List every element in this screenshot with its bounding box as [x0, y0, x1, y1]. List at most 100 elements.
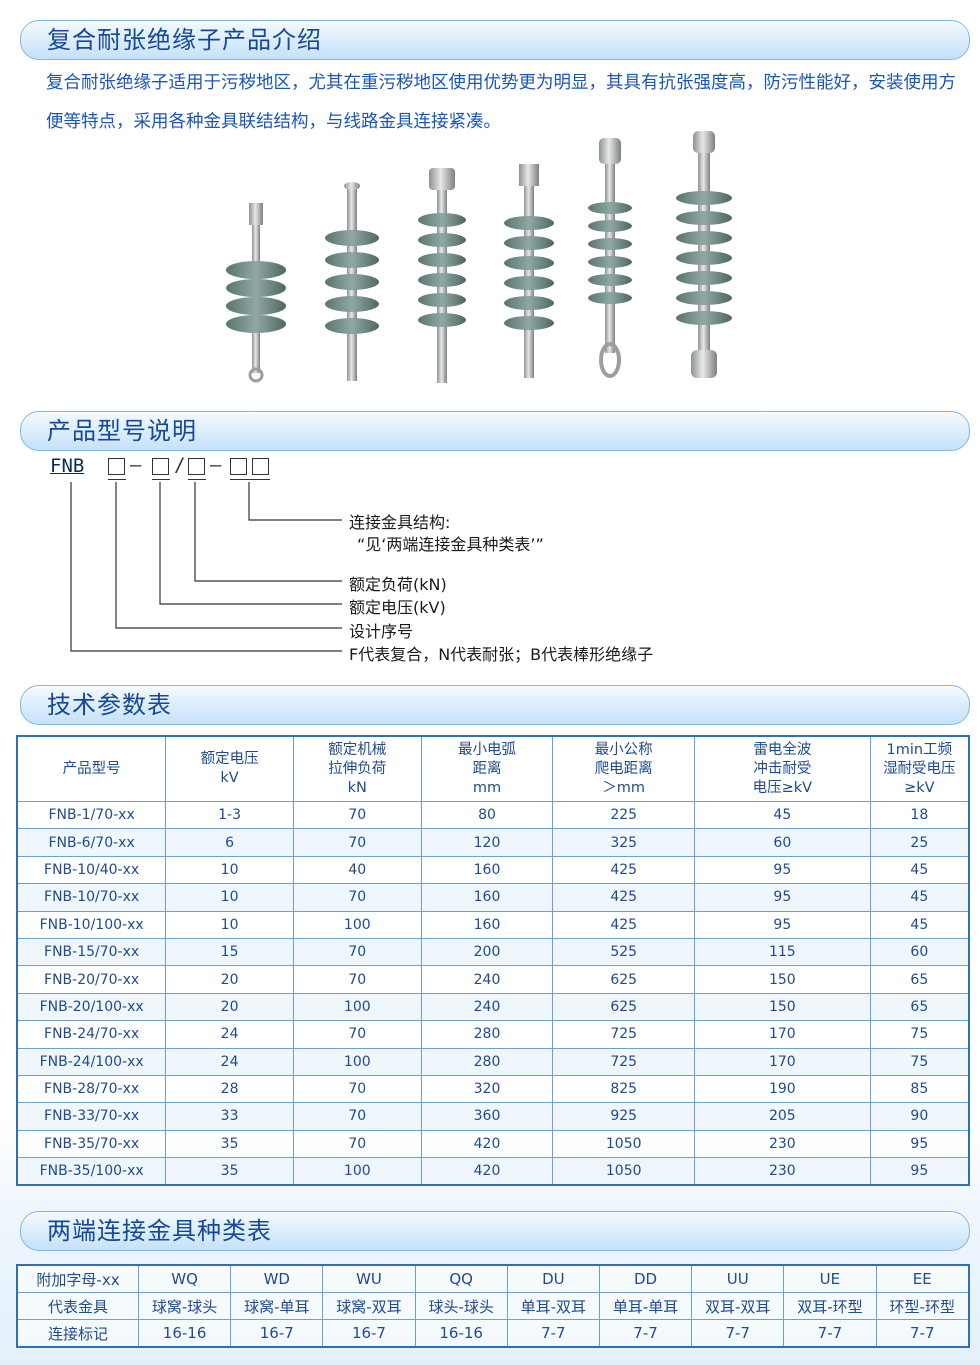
table-cell: 16-16: [137, 1319, 232, 1348]
table-cell: 150: [694, 965, 871, 994]
table-cell: WD: [230, 1264, 324, 1293]
code-box-fitting-2: [252, 458, 269, 475]
table-cell: 10: [165, 910, 294, 939]
table-cell: 80: [420, 800, 554, 830]
legend-rated-load: 额定负荷(kN): [349, 575, 447, 594]
tech-header-line: 产品型号: [62, 760, 121, 777]
table-cell: 95: [694, 883, 871, 912]
code-box-load: [188, 458, 205, 475]
table-cell: FNB-6/70-xx: [16, 828, 167, 857]
tech-header-line: kN: [347, 779, 367, 796]
table-cell: 10: [165, 883, 294, 912]
tech-header-line: 最小电弧: [457, 741, 516, 758]
section-header-model: 产品型号说明: [20, 411, 970, 451]
table-cell: 100: [292, 1157, 422, 1186]
table-cell: QQ: [414, 1264, 508, 1293]
table-cell: 425: [552, 883, 696, 912]
table-cell: 70: [292, 800, 422, 830]
legend-design-no: 设计序号: [349, 622, 414, 641]
table-cell: 6: [165, 828, 294, 857]
table-cell: 20: [165, 992, 294, 1022]
legend-fitting-ref: “见‘两端连接金具种类表’”: [357, 535, 544, 554]
tech-header-line: mm: [472, 779, 502, 796]
table-cell: 24: [165, 1047, 294, 1076]
tech-header-line: 额定机械: [328, 741, 387, 758]
row-label: 附加字母-xx: [16, 1264, 139, 1293]
table-cell: 球窝-球头: [137, 1292, 232, 1320]
table-cell: 70: [292, 1020, 422, 1049]
table-cell: 120: [420, 828, 554, 857]
table-cell: 7-7: [783, 1319, 877, 1348]
table-cell: 625: [552, 965, 696, 994]
table-cell: FNB-20/100-xx: [16, 992, 167, 1022]
table-cell: 425: [552, 855, 696, 885]
tech-header-line: ≥kV: [904, 779, 935, 796]
table-cell: 70: [292, 828, 422, 857]
table-cell: 40: [292, 855, 422, 885]
table-cell: 280: [420, 1047, 554, 1076]
table-cell: FNB-15/70-xx: [16, 937, 167, 967]
table-cell: 325: [552, 828, 696, 857]
table-cell: 10: [165, 855, 294, 885]
table-cell: FNB-24/100-xx: [16, 1047, 167, 1076]
model-leader-lines: [70, 482, 342, 652]
tech-header-line: 电压≥kV: [752, 779, 813, 796]
table-cell: 16-7: [230, 1319, 324, 1348]
table-cell: DD: [598, 1264, 693, 1293]
legend-letters: F代表复合，N代表耐张；B代表棒形绝缘子: [349, 645, 654, 664]
table-cell: FNB-35/100-xx: [16, 1157, 167, 1186]
table-cell: 100: [292, 910, 422, 939]
table-cell: 球头-球头: [414, 1292, 508, 1320]
table-cell: FNB-28/70-xx: [16, 1074, 167, 1104]
table-cell: FNB-33/70-xx: [16, 1102, 167, 1131]
table-cell: 7-7: [506, 1319, 600, 1348]
table-cell: 525: [552, 937, 696, 967]
table-cell: FNB-10/100-xx: [16, 910, 167, 939]
table-cell: 100: [292, 992, 422, 1022]
table-cell: 70: [292, 1129, 422, 1159]
tech-header-line: 最小公称: [594, 741, 653, 758]
table-cell: 200: [420, 937, 554, 967]
table-cell: 7-7: [875, 1319, 970, 1348]
row-label: 代表金具: [16, 1292, 139, 1320]
legend-rated-voltage: 额定电压(kV): [349, 598, 446, 617]
table-cell: 7-7: [691, 1319, 785, 1348]
tech-header-line: 距离: [472, 760, 502, 777]
tech-header-line: 拉伸负荷: [328, 760, 387, 777]
legend-fitting-structure: 连接金具结构:: [349, 513, 451, 532]
code-dash: —: [130, 454, 142, 476]
tech-header-line: 雷电全波: [753, 741, 812, 758]
table-cell: 环型-环型: [875, 1292, 970, 1320]
tech-header-line: 1min工频: [886, 741, 953, 758]
code-slash: /: [174, 454, 186, 476]
table-cell: 70: [292, 965, 422, 994]
table-cell: WQ: [137, 1264, 232, 1293]
table-cell: 单耳-双耳: [506, 1292, 600, 1320]
table-cell: FNB-24/70-xx: [16, 1020, 167, 1049]
table-cell: 70: [292, 883, 422, 912]
table-cell: 45: [869, 883, 970, 912]
table-cell: 160: [420, 855, 554, 885]
table-cell: 15: [165, 937, 294, 967]
table-cell: 85: [869, 1074, 970, 1104]
table-cell: 33: [165, 1102, 294, 1131]
table-cell: WU: [322, 1264, 416, 1293]
table-cell: 170: [694, 1020, 871, 1049]
table-cell: 100: [292, 1047, 422, 1076]
code-box-voltage: [152, 458, 169, 475]
table-cell: 95: [869, 1157, 970, 1186]
tech-header-cell: 最小公称爬电距离＞mm: [552, 735, 696, 802]
